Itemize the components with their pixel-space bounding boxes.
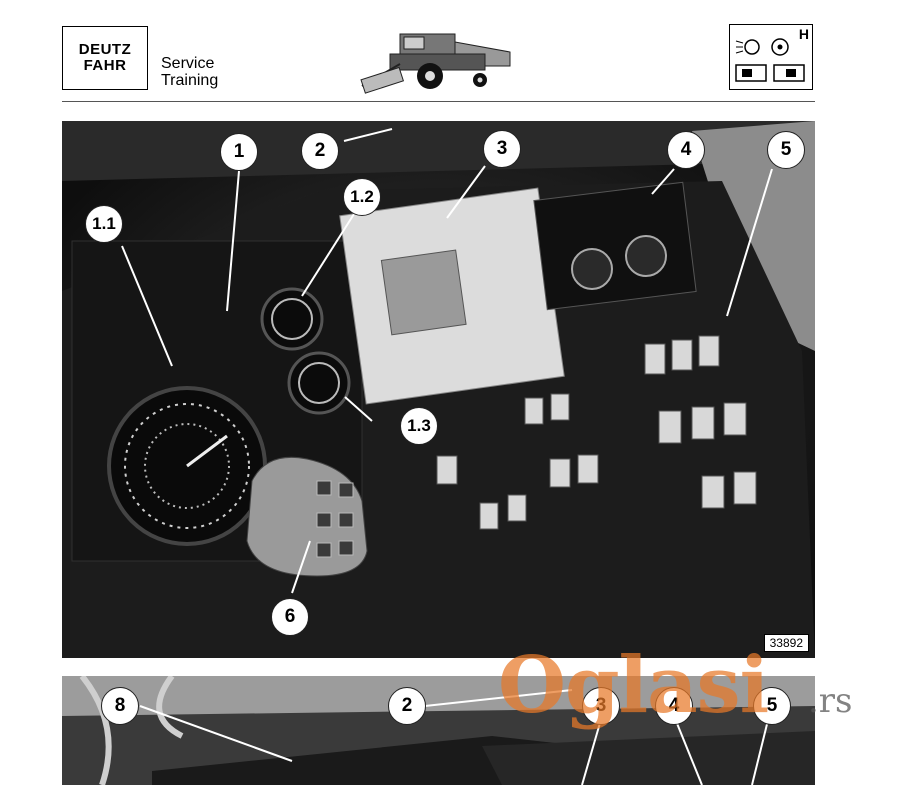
callout-6: 6 <box>271 598 309 636</box>
callout-8: 8 <box>101 687 139 725</box>
combine-harvester-icon <box>360 33 511 94</box>
callout-2: 2 <box>301 132 339 170</box>
watermark-logo: Oglasi <box>498 640 769 731</box>
cab-photo-2-drawing <box>62 676 815 785</box>
watermark-tld: .rs <box>808 681 853 721</box>
callout-1-3: 1.3 <box>400 407 438 445</box>
brand-line-2: FAHR <box>83 57 127 74</box>
dashboard-photo: 33892 <box>62 121 815 658</box>
callout-5: 5 <box>767 131 805 169</box>
header-divider <box>62 101 815 102</box>
lighting-controls-icon-box: H <box>729 24 813 90</box>
cab-photo-2 <box>62 676 815 785</box>
title-line-1: Service <box>161 55 215 72</box>
callout-1: 1 <box>220 133 258 171</box>
photo-id: 33892 <box>763 634 809 652</box>
brand-line-1: DEUTZ <box>78 41 132 58</box>
document-title: Service Training <box>161 55 218 89</box>
callout-1-1: 1.1 <box>85 205 123 243</box>
headlight-icon <box>735 39 760 55</box>
callout-3-fig2: 3 <box>582 687 620 725</box>
callout-3: 3 <box>483 130 521 168</box>
dashboard-photo-drawing <box>62 121 815 658</box>
callout-5-fig2: 5 <box>753 687 791 725</box>
callout-4: 4 <box>667 131 705 169</box>
callout-2-fig2: 2 <box>388 687 426 725</box>
section-letter: H <box>798 26 809 42</box>
title-line-2: Training <box>161 72 219 89</box>
deutz-fahr-logo: DEUTZ FAHR <box>62 26 148 90</box>
callout-4-fig2: 4 <box>655 687 693 725</box>
steering-wheel-icon <box>771 38 789 56</box>
callout-1-2: 1.2 <box>343 178 381 216</box>
